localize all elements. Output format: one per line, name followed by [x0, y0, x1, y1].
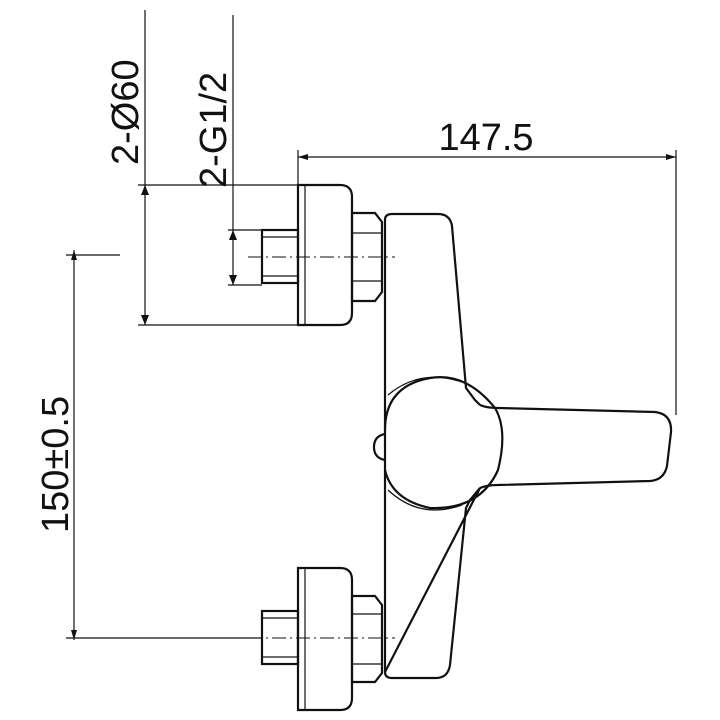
flange-dimension: 2-Ø60 [105, 10, 298, 326]
upper-connector [260, 183, 384, 327]
flange-arrow-bottom [141, 315, 149, 325]
spacing-label: 150±0.5 [35, 396, 77, 533]
thread-arrow-top [229, 230, 237, 240]
mixer-handle [372, 376, 673, 511]
flange-arrow-top [141, 185, 149, 195]
handle-hub [383, 376, 504, 510]
spacing-dimension: 150±0.5 [35, 250, 262, 640]
lower-connector [260, 566, 384, 712]
width-dimension: 147.5 [297, 117, 677, 415]
width-label: 147.5 [438, 117, 533, 159]
lever-arm [479, 403, 673, 490]
thread-label: 2-G1/2 [193, 72, 235, 188]
thread-arrow-bottom [229, 275, 237, 285]
thread-dimension: 2-G1/2 [193, 15, 262, 286]
lower-hex-nut [350, 594, 384, 684]
upper-flange [296, 183, 354, 327]
lower-flange [296, 566, 354, 712]
mixer-body-outline [383, 212, 481, 680]
upper-hex-nut [350, 211, 384, 303]
flange-label: 2-Ø60 [105, 59, 147, 165]
temperature-knob-cap [372, 432, 386, 462]
mixer-body [383, 212, 481, 680]
